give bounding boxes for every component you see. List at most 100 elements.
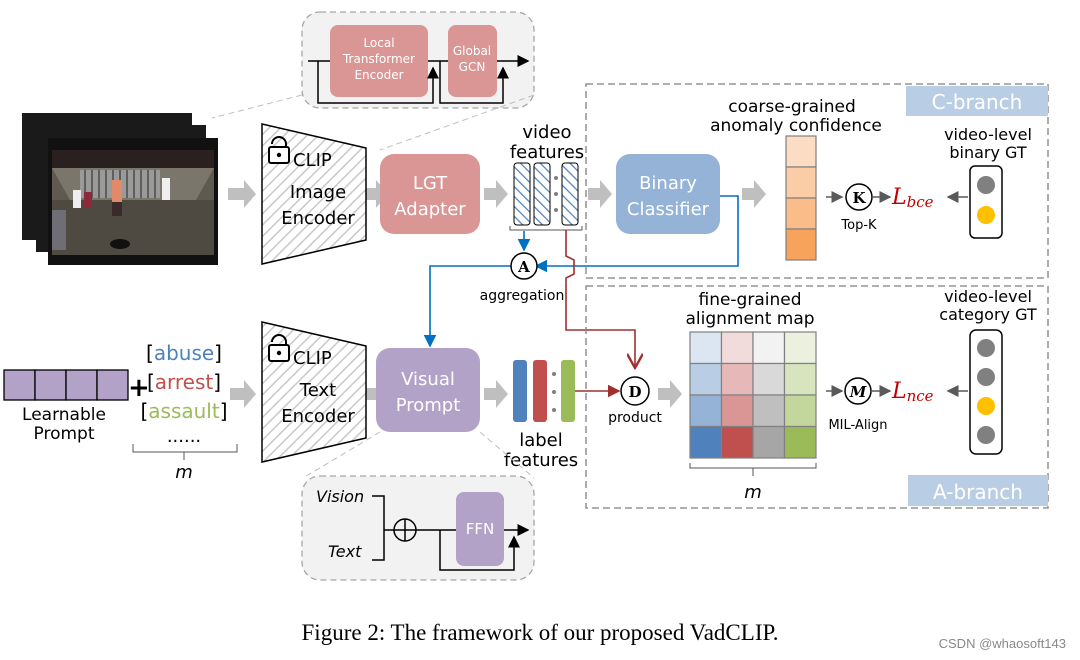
arrow-visual-prompt-to-label-features bbox=[484, 380, 508, 408]
image-encoder-clip-label: CLIP bbox=[293, 150, 332, 171]
label-features-label: features bbox=[504, 450, 578, 471]
video-feature-bar bbox=[561, 162, 579, 226]
alignment-cell bbox=[720, 362, 754, 396]
mil-align-label: MIL-Align bbox=[828, 418, 887, 433]
lgt-detail-bubble: Local Transformer Encoder Global GCN bbox=[211, 11, 535, 151]
image-encoder-image-label: Image bbox=[290, 182, 346, 203]
gt-dot-gray bbox=[977, 368, 995, 386]
aggregation-label: aggregation bbox=[480, 288, 565, 304]
a-branch-title: A-branch bbox=[933, 480, 1023, 504]
binary-gt-dots bbox=[977, 176, 995, 224]
global-gcn-block bbox=[448, 25, 497, 97]
alignment-cell bbox=[720, 331, 754, 365]
category-gt-label: category GT bbox=[939, 305, 1037, 324]
fine-grained-label: fine-grained bbox=[698, 290, 801, 310]
prompt-label-vp: Prompt bbox=[396, 395, 461, 416]
gt-dot-gray bbox=[977, 426, 995, 444]
alignment-cell bbox=[689, 394, 723, 428]
binary-classifier bbox=[616, 154, 720, 234]
ffn-block bbox=[456, 492, 504, 566]
alignment-cell bbox=[689, 331, 723, 365]
video-feature-bar bbox=[533, 162, 551, 226]
video-features: video features bbox=[509, 122, 584, 231]
adapter-label: Adapter bbox=[394, 199, 466, 220]
red-flow bbox=[565, 230, 635, 368]
aggregation-operator bbox=[510, 252, 538, 280]
alignment-cell bbox=[689, 362, 723, 396]
features-label: features bbox=[510, 142, 584, 163]
arrow-frames-to-image-encoder bbox=[228, 180, 256, 208]
topk-label: Top-K bbox=[840, 218, 877, 233]
c-branch-title: C-branch bbox=[932, 90, 1023, 114]
lock-icon bbox=[268, 334, 290, 362]
confidence-cell bbox=[785, 135, 817, 168]
label-feature-bar bbox=[533, 360, 547, 422]
alignment-map bbox=[689, 331, 817, 459]
c-branch-tag bbox=[906, 86, 1048, 116]
label-label: label bbox=[519, 430, 563, 451]
class-name-assault: [assault] bbox=[140, 399, 227, 423]
topk-symbol: K bbox=[852, 189, 866, 207]
a-branch: A-branch D product fine-grained alignmen… bbox=[585, 285, 1049, 509]
video-level-label: video-level bbox=[944, 125, 1032, 144]
alignment-cell bbox=[752, 362, 786, 396]
video-frames bbox=[22, 113, 218, 265]
alignment-cell bbox=[689, 425, 723, 459]
encoder-label: Encoder bbox=[354, 68, 403, 82]
visual-label: Visual bbox=[401, 369, 455, 390]
text-label: Text bbox=[328, 542, 362, 561]
arrow-classifier-to-confidence bbox=[742, 180, 766, 208]
clip-image-encoder: CLIP Image Encoder bbox=[261, 123, 367, 265]
gt-dot-gray bbox=[977, 339, 995, 357]
prompt-label: Prompt bbox=[34, 424, 95, 444]
label-feature-bar bbox=[561, 360, 575, 422]
alignment-cell bbox=[783, 394, 817, 428]
video-label: video bbox=[522, 122, 571, 143]
watermark: CSDN @whaosoft143 bbox=[938, 636, 1066, 651]
alignment-cell bbox=[752, 425, 786, 459]
learnable-label: Learnable bbox=[22, 405, 106, 425]
label-features: label features bbox=[504, 360, 578, 471]
bce-loss: Lbce bbox=[891, 185, 934, 211]
arrow-video-features-to-classifier bbox=[588, 180, 612, 208]
global-label: Global bbox=[453, 44, 491, 58]
product-operator bbox=[620, 376, 650, 406]
label-feature-bar bbox=[513, 360, 527, 422]
arrow-prompt-to-text-encoder bbox=[230, 380, 256, 408]
lock-icon bbox=[268, 136, 290, 164]
a-branch-tag bbox=[908, 475, 1048, 506]
lgt-label: LGT bbox=[413, 173, 448, 194]
mil-symbol: M bbox=[849, 383, 867, 401]
video-level-label-a: video-level bbox=[944, 287, 1032, 306]
alignment-cell bbox=[783, 425, 817, 459]
text-encoder-encoder-label: Encoder bbox=[281, 406, 355, 427]
flow-arrows bbox=[228, 180, 766, 408]
c-branch: C-branch Binary Classifier coarse-graine… bbox=[585, 83, 1049, 279]
arrow-product-to-map bbox=[658, 380, 682, 408]
clip-text-encoder: CLIP Text Encoder bbox=[261, 321, 367, 463]
class-names: [abuse][arrest][assault] bbox=[140, 341, 227, 423]
lgt-adapter: LGT Adapter bbox=[380, 154, 480, 234]
ffn-label: FFN bbox=[466, 520, 494, 538]
visual-prompt-detail-bubble: Vision Text FFN bbox=[301, 431, 535, 581]
product-symbol: D bbox=[628, 383, 641, 401]
alignment-cell bbox=[752, 394, 786, 428]
class-name-abuse: [abuse] bbox=[146, 341, 222, 365]
local-transformer-encoder-block bbox=[330, 25, 428, 97]
binary-label: Binary bbox=[639, 173, 697, 194]
class-ellipsis: ...... bbox=[167, 426, 201, 447]
text-encoder-clip-label: CLIP bbox=[293, 348, 332, 369]
figure-caption: Figure 2: The framework of our proposed … bbox=[301, 620, 779, 645]
transformer-label: Transformer bbox=[342, 52, 415, 66]
category-gt-box bbox=[969, 329, 1003, 455]
map-dimension-label: m bbox=[744, 482, 762, 503]
alignment-cell bbox=[783, 362, 817, 396]
confidence-cell bbox=[785, 228, 817, 261]
nce-loss: Lnce bbox=[891, 379, 934, 405]
confidence-bar bbox=[785, 135, 817, 261]
alignment-cell bbox=[752, 331, 786, 365]
text-encoder-text-label: Text bbox=[299, 380, 336, 401]
vision-label: Vision bbox=[316, 487, 364, 506]
gt-dot-yellow bbox=[977, 397, 995, 415]
